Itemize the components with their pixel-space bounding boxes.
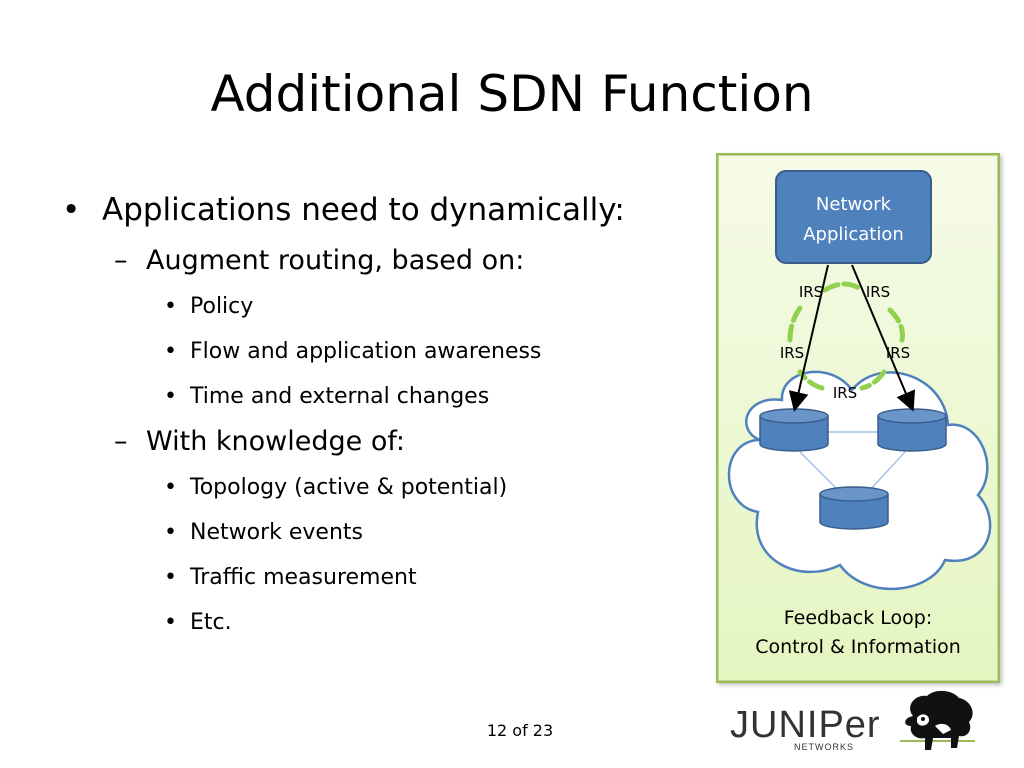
- feedback-arc: [797, 369, 825, 391]
- bullet-dot-icon: •: [164, 384, 177, 409]
- dash-icon: –: [114, 426, 128, 457]
- irs-label: IRS: [866, 283, 890, 301]
- irs-label: IRS: [799, 283, 823, 301]
- list-item: • Time and external changes: [60, 374, 700, 419]
- feedback-arc: [787, 305, 803, 343]
- list-item: • Network events: [60, 510, 700, 555]
- list-item-text: Etc.: [190, 610, 232, 635]
- irs-label: IRS: [886, 344, 910, 362]
- bullet-dot-icon: •: [164, 339, 177, 364]
- app-box-line-1: Network: [816, 194, 892, 215]
- bullet-main-text: Applications need to dynamically:: [102, 192, 625, 228]
- bullet-dot-icon: •: [164, 475, 177, 500]
- network-cloud: [727, 370, 992, 591]
- bullet-dot-icon: •: [164, 294, 177, 319]
- sub-bullet-augment: – Augment routing, based on:: [60, 242, 700, 280]
- bullet-main: • Applications need to dynamically:: [60, 188, 700, 232]
- juniper-logo: JUNIPer NETWORKS: [730, 704, 881, 752]
- sub-bullet-augment-text: Augment routing, based on:: [146, 245, 525, 276]
- list-item-text: Traffic measurement: [190, 565, 417, 590]
- bullet-dot-icon: •: [164, 610, 177, 635]
- list-item: • Policy: [60, 284, 700, 329]
- bullet-dot-icon: •: [164, 520, 177, 545]
- list-item: • Traffic measurement: [60, 555, 700, 600]
- list-item-text: Policy: [190, 294, 254, 319]
- list-item-text: Network events: [190, 520, 363, 545]
- list-item: • Flow and application awareness: [60, 329, 700, 374]
- diagram-caption: Feedback Loop: Control & Information: [716, 604, 1000, 662]
- app-box-line-2: Application: [803, 224, 904, 245]
- link-line: [799, 451, 841, 493]
- router-icon: [819, 486, 889, 530]
- caption-line-1: Feedback Loop:: [783, 607, 933, 629]
- feedback-arc: [859, 369, 887, 391]
- slide-title: Additional SDN Function: [210, 65, 814, 123]
- feedback-arc: [822, 281, 865, 293]
- dash-icon: –: [114, 245, 128, 276]
- list-item-text: Topology (active & potential): [190, 475, 508, 500]
- network-application-box: [775, 170, 932, 264]
- bullet-list: • Applications need to dynamically: – Au…: [60, 188, 700, 645]
- router-icon: [759, 408, 829, 452]
- list-item: • Etc.: [60, 600, 700, 645]
- page-number: 12 of 23: [486, 721, 554, 740]
- logo-subtext: NETWORKS: [794, 742, 855, 752]
- sub-bullet-knowledge: – With knowledge of:: [60, 423, 700, 461]
- list-item: • Topology (active & potential): [60, 465, 700, 510]
- bullet-dot-icon: •: [62, 192, 81, 228]
- feedback-arc: [887, 307, 905, 343]
- irs-label: IRS: [833, 384, 857, 402]
- list-item-text: Time and external changes: [190, 384, 490, 409]
- link-line: [867, 451, 906, 493]
- bullet-dot-icon: •: [164, 565, 177, 590]
- logo-wordmark: JUNIPer: [730, 704, 881, 746]
- sub-bullet-knowledge-text: With knowledge of:: [146, 426, 405, 457]
- caption-line-2: Control & Information: [755, 636, 961, 658]
- dog-icon: [900, 690, 975, 750]
- router-icon: [877, 408, 947, 452]
- control-arrow: [851, 264, 916, 412]
- irs-label: IRS: [780, 344, 804, 362]
- control-arrow: [788, 264, 829, 412]
- list-item-text: Flow and application awareness: [190, 339, 542, 364]
